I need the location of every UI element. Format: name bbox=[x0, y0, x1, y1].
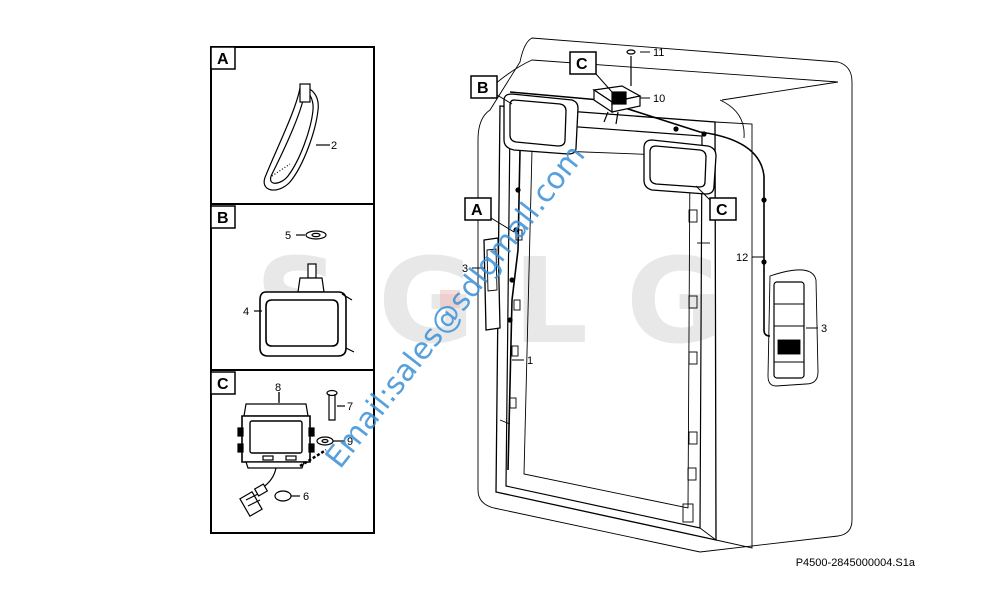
wiring-harness bbox=[507, 91, 771, 471]
callout-3-left: 3 bbox=[462, 263, 468, 275]
callout-2: 2 bbox=[331, 140, 337, 152]
panel-c-letter: C bbox=[217, 376, 229, 393]
reference-code: P4500-2845000004.S1a bbox=[795, 557, 915, 569]
watermark-logo-accent bbox=[440, 290, 460, 308]
callout-1: 1 bbox=[527, 355, 533, 367]
main-letter-c-top: C bbox=[576, 56, 588, 73]
cab-rear-drawing bbox=[477, 37, 853, 553]
main-camera bbox=[592, 49, 642, 125]
callout-box-c-right bbox=[709, 197, 737, 221]
callout-box-a bbox=[464, 197, 492, 221]
callout-box-c-top bbox=[569, 51, 597, 75]
callout-7: 7 bbox=[347, 401, 353, 413]
work-lamp-drawing bbox=[254, 230, 355, 357]
panel-a-tag bbox=[210, 46, 236, 70]
callout-8: 8 bbox=[275, 382, 281, 394]
main-callout-boxes bbox=[464, 51, 737, 221]
callout-11: 11 bbox=[653, 47, 664, 59]
callout-6: 6 bbox=[303, 491, 309, 503]
panel-b-letter: B bbox=[217, 210, 229, 227]
callout-box-b bbox=[470, 75, 498, 99]
panel-a-frame bbox=[210, 46, 375, 205]
panel-b-tag bbox=[210, 205, 236, 229]
callout-3-right: 3 bbox=[821, 323, 827, 335]
detail-panels bbox=[210, 46, 375, 534]
panel-c-frame bbox=[210, 369, 375, 534]
callout-9: 9 bbox=[347, 436, 353, 448]
callout-10: 10 bbox=[653, 93, 665, 105]
main-work-lamp-right bbox=[643, 139, 717, 195]
main-letter-a: A bbox=[471, 202, 483, 219]
main-leader-lines bbox=[472, 51, 818, 361]
camera-monitor-drawing bbox=[237, 389, 345, 517]
callout-5: 5 bbox=[285, 230, 291, 242]
panel-a-letter: A bbox=[217, 51, 229, 68]
main-letter-b: B bbox=[477, 80, 489, 97]
cable-tie-drawing bbox=[263, 83, 330, 191]
main-work-lamp-left bbox=[503, 93, 579, 155]
main-letter-c-right: C bbox=[716, 202, 728, 219]
panel-c-tag bbox=[210, 371, 236, 395]
callout-12: 12 bbox=[736, 252, 748, 264]
callout-4: 4 bbox=[243, 306, 249, 318]
